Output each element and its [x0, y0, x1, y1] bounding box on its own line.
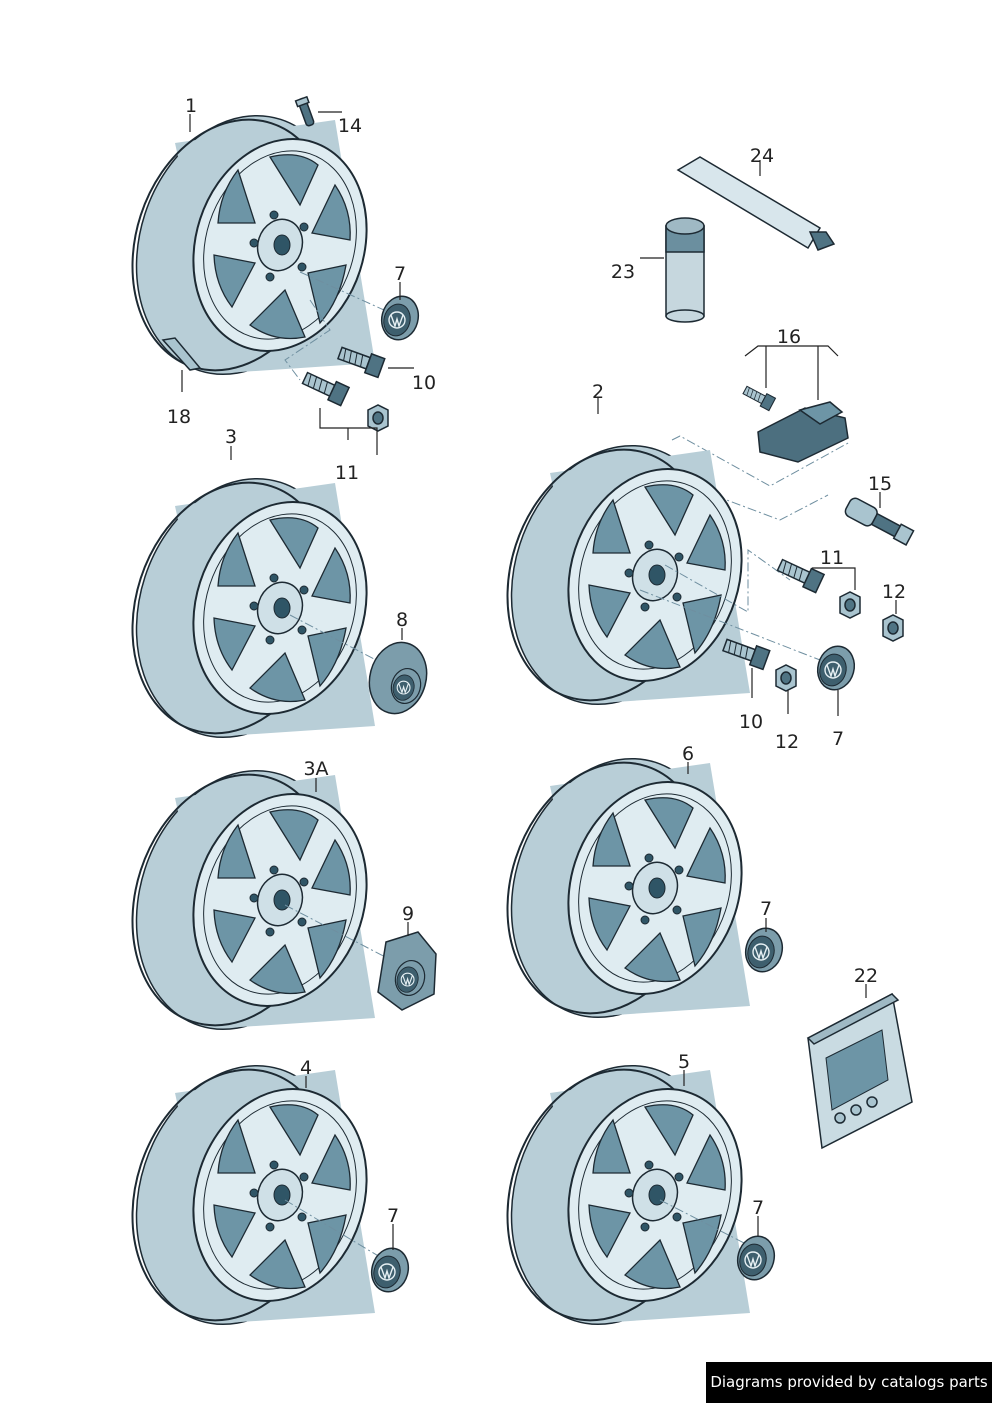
callout-18: 18: [167, 406, 191, 428]
axis-wheel1-bolts: [284, 299, 331, 381]
weight-18: [161, 337, 202, 371]
callout-2: 2: [592, 381, 604, 403]
callout-7d: 7: [387, 1205, 399, 1227]
callout-16: 16: [777, 326, 801, 348]
wheel-5: [475, 1037, 770, 1353]
paste-tube-24: [676, 156, 836, 251]
bolt-11b: [775, 555, 825, 594]
nut-11a: [367, 404, 389, 432]
callout-22: 22: [854, 965, 878, 987]
footer-credit: Diagrams provided by catalogs parts: [706, 1362, 992, 1403]
callout-3a: 3A: [303, 758, 328, 780]
axis-wheel2-cap: [639, 589, 821, 661]
leader-11a: [319, 408, 378, 455]
nut-12a: [882, 614, 904, 642]
callout-12a: 12: [882, 581, 906, 603]
axis-wheel2-bolts: [664, 549, 791, 613]
sensor-16: [757, 401, 849, 463]
callout-5: 5: [678, 1051, 690, 1073]
callout-14: 14: [338, 115, 362, 137]
hub-cap-7b: [812, 641, 860, 695]
hub-cap-9: [377, 931, 437, 1011]
screw-16: [741, 383, 777, 412]
callout-10a: 10: [412, 372, 436, 394]
wheel-3: [100, 450, 395, 766]
wheel-3a: [100, 742, 395, 1058]
axis-wheel1-cap: [299, 271, 396, 316]
callout-7e: 7: [752, 1197, 764, 1219]
axis-wheel3a-cap: [284, 904, 396, 963]
callout-24: 24: [750, 145, 774, 167]
hub-cap-7d: [366, 1243, 414, 1297]
axis-sensor: [671, 435, 851, 487]
callout-10b: 10: [739, 711, 763, 733]
callout-1: 1: [185, 95, 197, 117]
hub-cap-7c: [740, 923, 788, 977]
valve-14: [294, 95, 315, 127]
callout-7b: 7: [832, 728, 844, 750]
callout-11b: 11: [820, 547, 844, 569]
nut-11b: [839, 591, 861, 619]
nut-12b: [775, 664, 797, 692]
callout-6: 6: [682, 743, 694, 765]
callout-3: 3: [225, 426, 237, 448]
callout-9: 9: [402, 903, 414, 925]
wheel-6: [475, 730, 770, 1046]
callout-12b: 12: [775, 731, 799, 753]
callout-4: 4: [300, 1057, 312, 1079]
bolt-11a: [300, 368, 350, 407]
lock-kit-22: [806, 992, 913, 1150]
leader-11b: [812, 567, 856, 590]
wheel-2: [475, 417, 770, 733]
leader-16: [744, 345, 839, 400]
hub-cap-8: [368, 641, 428, 715]
callout-15: 15: [868, 473, 892, 495]
wheel-4: [100, 1037, 395, 1353]
valve-15: [844, 497, 915, 546]
axis-valve: [699, 489, 829, 521]
callout-7a: 7: [394, 263, 406, 285]
callout-23: 23: [611, 261, 635, 283]
callout-11a: 11: [335, 462, 359, 484]
spray-can-23: [665, 217, 705, 323]
callout-8: 8: [396, 609, 408, 631]
callout-7c: 7: [760, 898, 772, 920]
axis-wheel4-cap: [284, 1199, 386, 1261]
